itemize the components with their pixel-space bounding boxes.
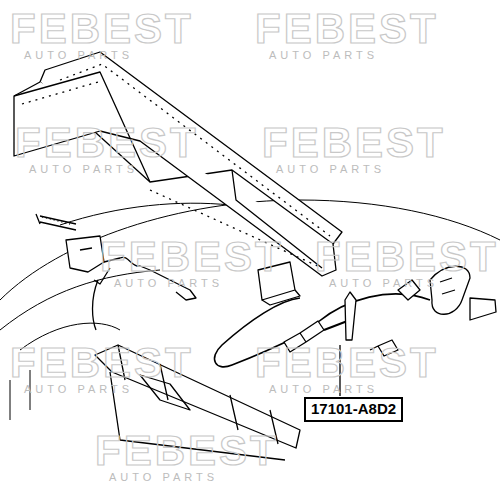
- watermark-subtitle: AUTO PARTS: [24, 50, 133, 61]
- watermark-subtitle: AUTO PARTS: [276, 164, 385, 175]
- watermark: FEBEST: [255, 8, 439, 50]
- watermark-subtitle: AUTO PARTS: [109, 472, 218, 483]
- watermark-subtitle: AUTO PARTS: [114, 278, 223, 289]
- watermark: FEBEST: [262, 122, 446, 164]
- watermark: FEBEST: [95, 430, 279, 472]
- part-number-box: 17101-A8D2: [304, 397, 403, 422]
- watermark-subtitle: AUTO PARTS: [329, 278, 438, 289]
- watermark: FEBEST: [15, 122, 199, 164]
- watermark-subtitle: AUTO PARTS: [269, 384, 378, 395]
- watermark: FEBEST: [10, 8, 194, 50]
- part-number: 17101-A8D2: [311, 401, 396, 418]
- watermark: FEBEST: [10, 342, 194, 384]
- watermark-subtitle: AUTO PARTS: [24, 384, 133, 395]
- watermark: FEBEST: [255, 342, 439, 384]
- watermark-subtitle: AUTO PARTS: [29, 164, 138, 175]
- watermark-subtitle: AUTO PARTS: [269, 50, 378, 61]
- watermark: FEBEST: [315, 236, 499, 278]
- watermark: FEBEST: [100, 236, 284, 278]
